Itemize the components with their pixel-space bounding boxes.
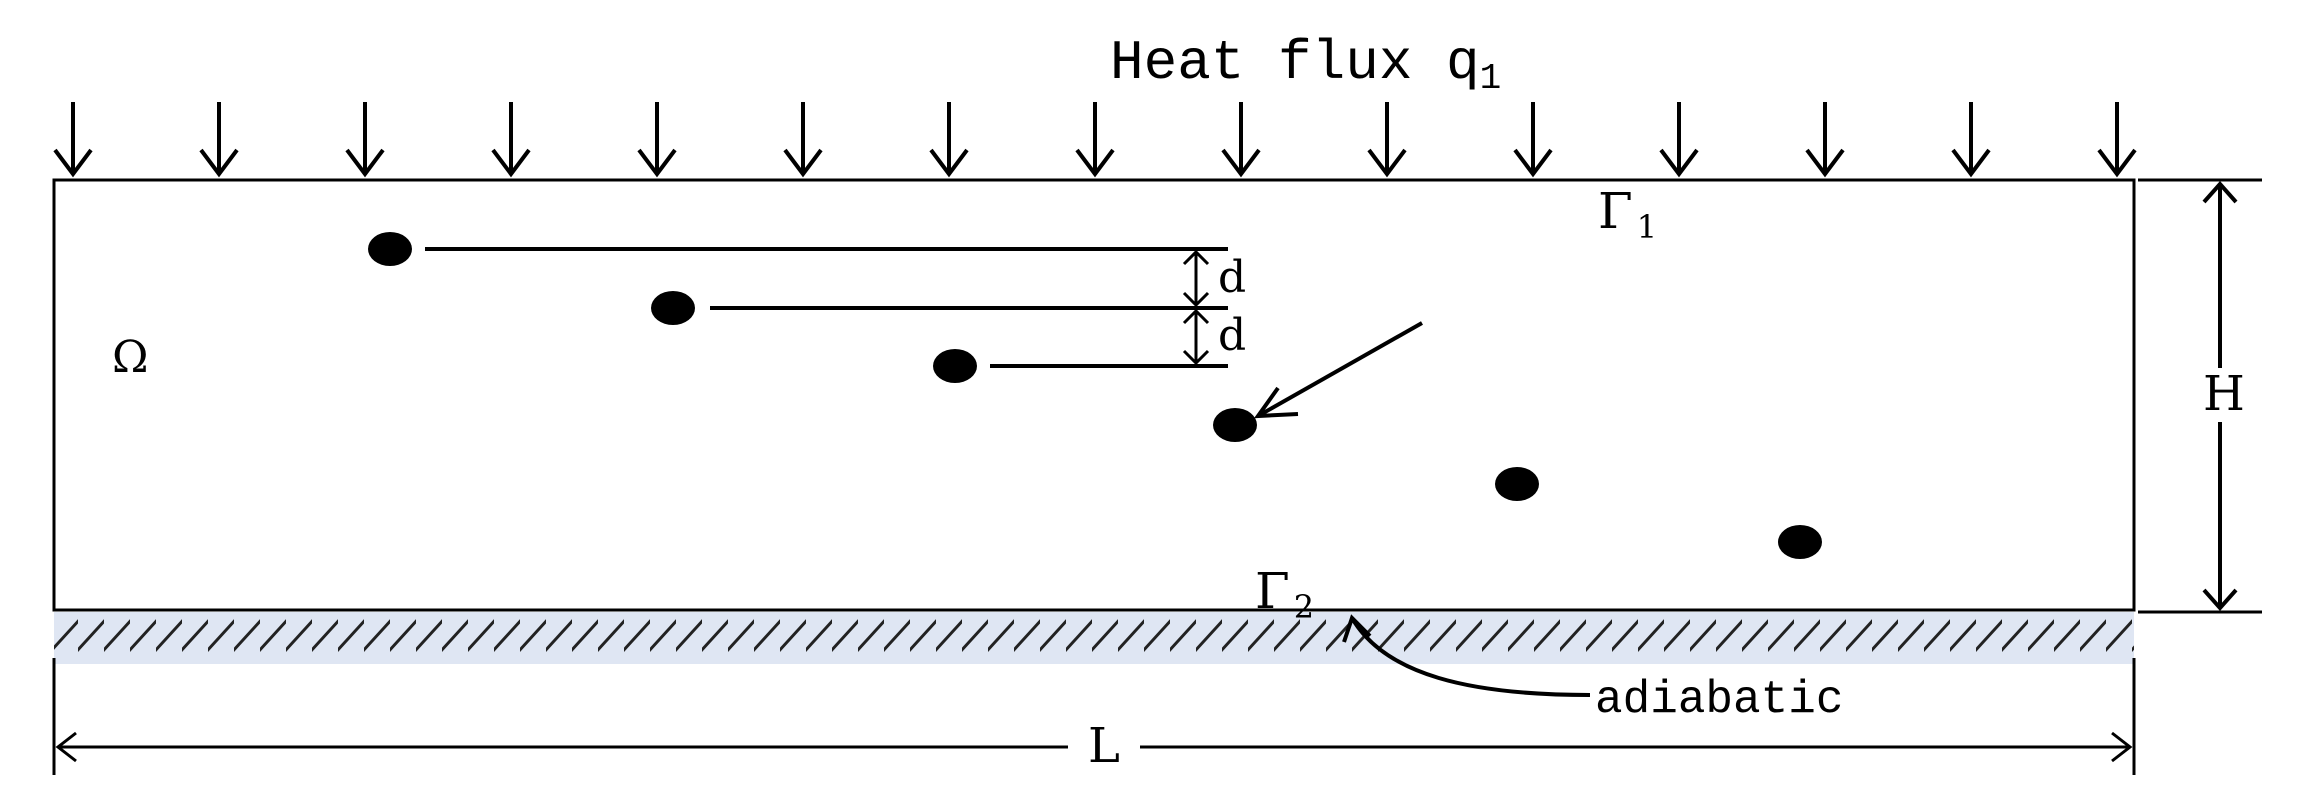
down-arrow-icon — [491, 102, 531, 178]
down-arrow-icon — [929, 102, 969, 178]
down-arrow-icon — [1367, 102, 1407, 178]
down-arrow-icon — [1221, 102, 1261, 178]
heat-flux-label: Heat flux q1 — [1110, 31, 1501, 99]
down-arrow-icon — [1075, 102, 1115, 178]
arrow-icon — [1253, 321, 1423, 419]
height-label: H — [2203, 366, 2245, 422]
down-arrow-icon — [637, 102, 677, 178]
particle — [1495, 467, 1539, 501]
omega-label: Ω — [112, 332, 148, 383]
particle — [1213, 408, 1257, 442]
adiabatic-callout-arrow — [1342, 614, 1591, 697]
spacing-d-label-lower: d — [1218, 310, 1246, 361]
length-dimension — [52, 658, 2136, 775]
spacing-dimension-d — [1182, 249, 1210, 366]
heat-flux-arrows — [53, 102, 2137, 178]
adiabatic-label: adiabatic — [1595, 674, 1843, 726]
down-arrow-icon — [1805, 102, 1845, 178]
down-arrow-icon — [345, 102, 385, 178]
down-arrow-icon — [199, 102, 239, 178]
down-arrow-icon — [1951, 102, 1991, 178]
height-dimension — [2138, 178, 2262, 614]
particle — [651, 291, 695, 325]
down-arrow-icon — [1659, 102, 1699, 178]
particle — [933, 349, 977, 383]
particles — [368, 232, 1822, 559]
down-arrow-icon — [783, 102, 823, 178]
adiabatic-hatched-strip — [54, 612, 2134, 664]
particle — [1778, 525, 1822, 559]
length-label: L — [1088, 718, 1120, 774]
spacing-d-label-upper: d — [1218, 252, 1246, 303]
spacing-reference-lines — [425, 247, 1228, 368]
down-arrow-icon — [53, 102, 93, 178]
down-arrow-icon — [1513, 102, 1553, 178]
down-arrow-icon — [2097, 102, 2137, 178]
domain-boundary — [52, 178, 2136, 612]
particle — [368, 232, 412, 266]
